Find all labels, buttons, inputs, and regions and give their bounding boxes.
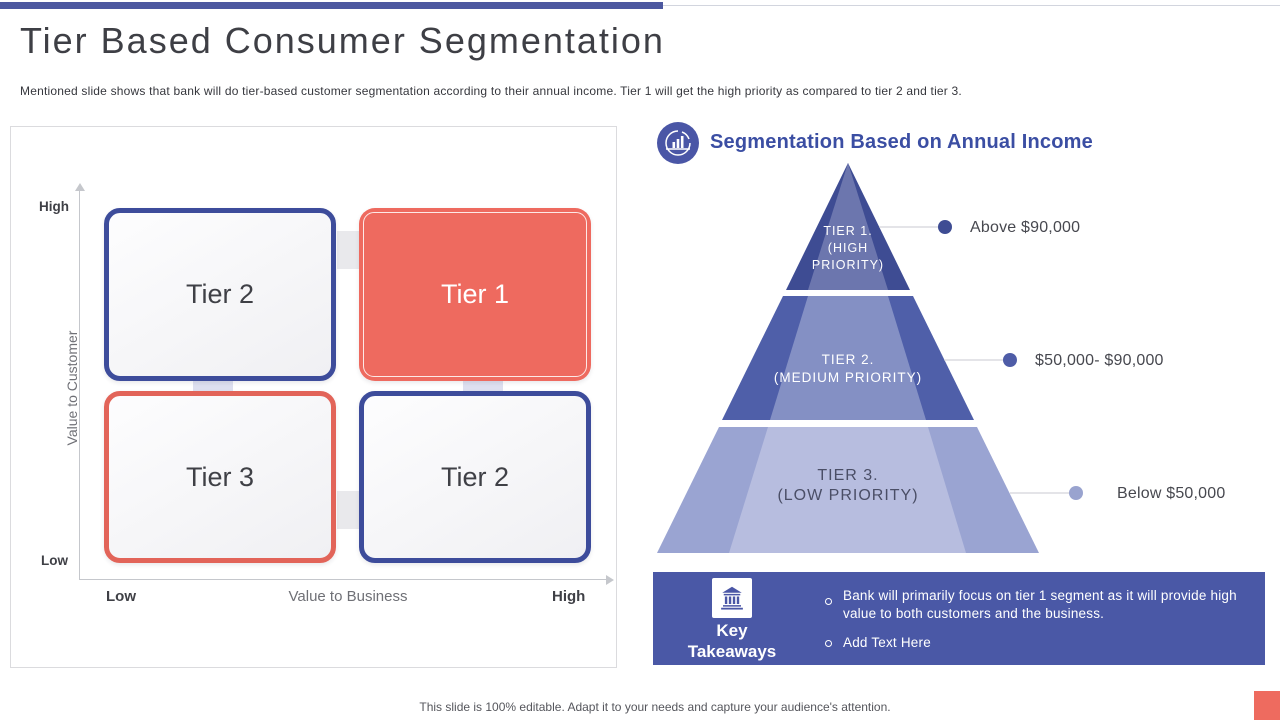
connector-bottom xyxy=(337,491,360,529)
key-takeaways-title: Key Takeaways xyxy=(687,621,777,661)
quadrant-label: Tier 3 xyxy=(185,461,254,492)
connector-left xyxy=(193,379,233,392)
corner-accent-square xyxy=(1254,691,1280,720)
y-axis-high-label: High xyxy=(39,199,69,214)
x-axis-title: Value to Business xyxy=(288,588,408,605)
quadrant-label: Tier 2 xyxy=(185,279,254,309)
quadrant-label: Tier 1 xyxy=(440,279,509,309)
x-axis-high-label: High xyxy=(552,588,586,605)
quadrant-label: Tier 2 xyxy=(440,461,509,492)
bullet-marker-icon xyxy=(825,598,832,605)
y-axis-arrow-icon xyxy=(75,183,85,191)
callout-dot-tier3 xyxy=(1069,486,1083,500)
x-axis-arrow-icon xyxy=(606,575,614,585)
callout-dot-tier1 xyxy=(938,220,952,234)
tier3-income-label: Below $50,000 xyxy=(1117,485,1226,502)
tier1-income-label: Above $90,000 xyxy=(970,219,1081,236)
pyramid-tier2-shape xyxy=(722,296,974,420)
value-matrix-panel: High Low Value to Customer Low Value to … xyxy=(10,126,617,668)
callout-lines xyxy=(879,226,1069,494)
income-pyramid xyxy=(657,163,1083,553)
pyramid-tier1-shape xyxy=(786,163,910,290)
quadrant-top-right-tier1: Tier 1 xyxy=(359,208,591,381)
takeaway-bullet-2: Add Text Here xyxy=(843,635,931,650)
takeaway-bullet-1: Bank will primarily focus on tier 1 segm… xyxy=(843,588,1237,621)
y-axis-low-label: Low xyxy=(41,553,68,568)
connector-right xyxy=(463,379,503,392)
x-axis-low-label: Low xyxy=(106,588,136,605)
key-takeaways-panel: Key Takeaways Bank will primarily focus … xyxy=(653,572,1265,665)
pyramid-tier3-shape xyxy=(657,427,1039,553)
callout-dot-tier2 xyxy=(1003,353,1017,367)
segmentation-heading: Segmentation Based on Annual Income xyxy=(710,131,1093,153)
y-axis-title: Value to Customer xyxy=(64,330,80,446)
connector-top xyxy=(337,231,360,269)
quadrant-bottom-left-tier3: Tier 3 xyxy=(104,391,336,563)
bullet-marker-icon xyxy=(825,640,832,647)
bank-icon xyxy=(712,578,752,618)
pyramid-tier1-label: TIER 1. (HIGH PRIORITY) xyxy=(811,224,885,272)
footer-note: This slide is 100% editable. Adapt it to… xyxy=(419,700,891,714)
top-accent-line xyxy=(663,5,1280,6)
pyramid-tier2-label: TIER 2. (MEDIUM PRIORITY) xyxy=(773,352,923,385)
tier2-income-label: $50,000- $90,000 xyxy=(1035,352,1164,369)
y-axis xyxy=(79,191,80,579)
x-axis xyxy=(79,579,608,580)
quadrant-top-left-tier2: Tier 2 xyxy=(104,208,336,381)
pie-chart-icon xyxy=(657,122,699,164)
top-accent-bar xyxy=(0,2,663,9)
page-title: Tier Based Consumer Segmentation xyxy=(20,20,665,61)
pyramid-tier3-label: TIER 3. (LOW PRIORITY) xyxy=(777,467,919,504)
quadrant-bottom-right-tier2: Tier 2 xyxy=(359,391,591,563)
page-subtitle: Mentioned slide shows that bank will do … xyxy=(20,84,962,98)
